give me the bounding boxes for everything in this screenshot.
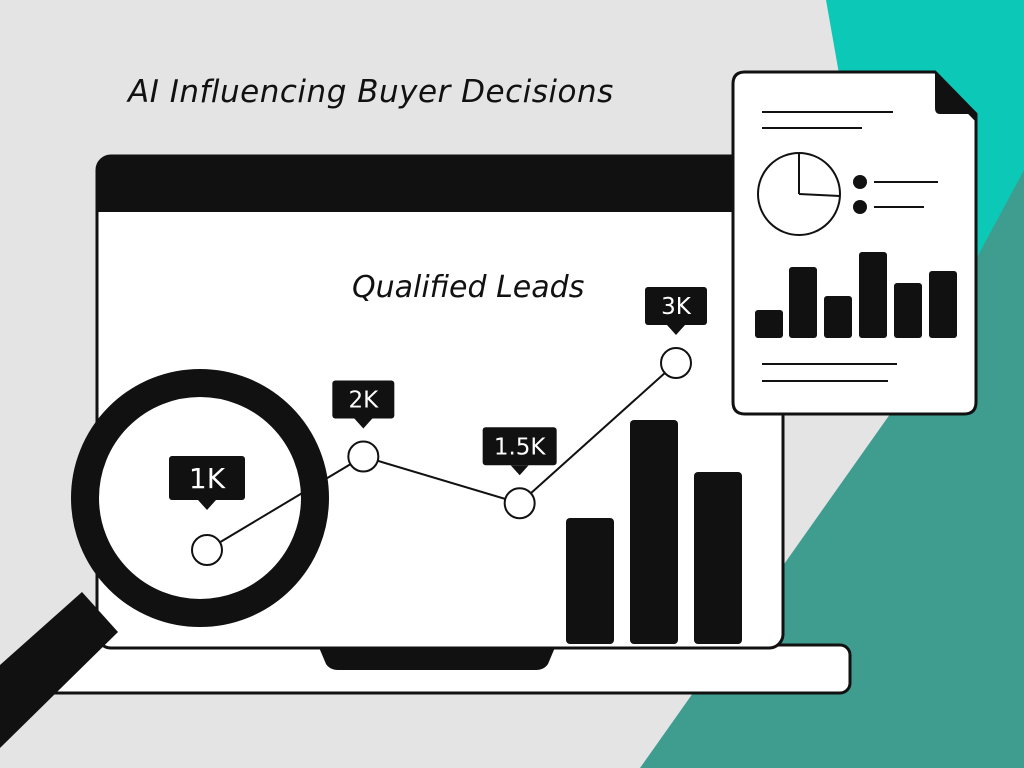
value-callout-1: 1K (169, 456, 245, 510)
legend-dot-1 (853, 175, 867, 189)
data-point-2 (347, 440, 380, 473)
data-label-3: 1.5K (494, 434, 547, 460)
bar-3 (694, 472, 742, 644)
laptop-icon (95, 154, 785, 650)
laptop-notch (318, 645, 556, 670)
value-callout-3: 1.5K (482, 427, 557, 476)
data-point-1 (191, 534, 223, 566)
chart-title: Qualified Leads (352, 270, 585, 305)
magnifying-glass-icon (0, 369, 329, 748)
series-line (206, 362, 677, 551)
legend-dot-2 (853, 200, 867, 214)
pie-chart-icon (757, 152, 841, 236)
data-point-3 (503, 487, 536, 520)
data-label-2: 2K (348, 388, 379, 414)
headline: AI Influencing Buyer Decisions (128, 74, 614, 110)
value-callout-4: 3K (645, 287, 707, 335)
line-chart: 1K 2K 1.5K 3K (169, 287, 707, 566)
data-label-1: 1K (189, 462, 226, 495)
data-label-4: 3K (661, 294, 692, 320)
dark-teal-background-shape (640, 170, 1024, 768)
bar-2 (630, 420, 678, 644)
data-point-4 (660, 347, 692, 379)
value-callout-2: 2K (332, 380, 395, 429)
report-document-icon (731, 70, 978, 416)
bar-1 (566, 518, 614, 644)
bar-group (566, 420, 742, 644)
